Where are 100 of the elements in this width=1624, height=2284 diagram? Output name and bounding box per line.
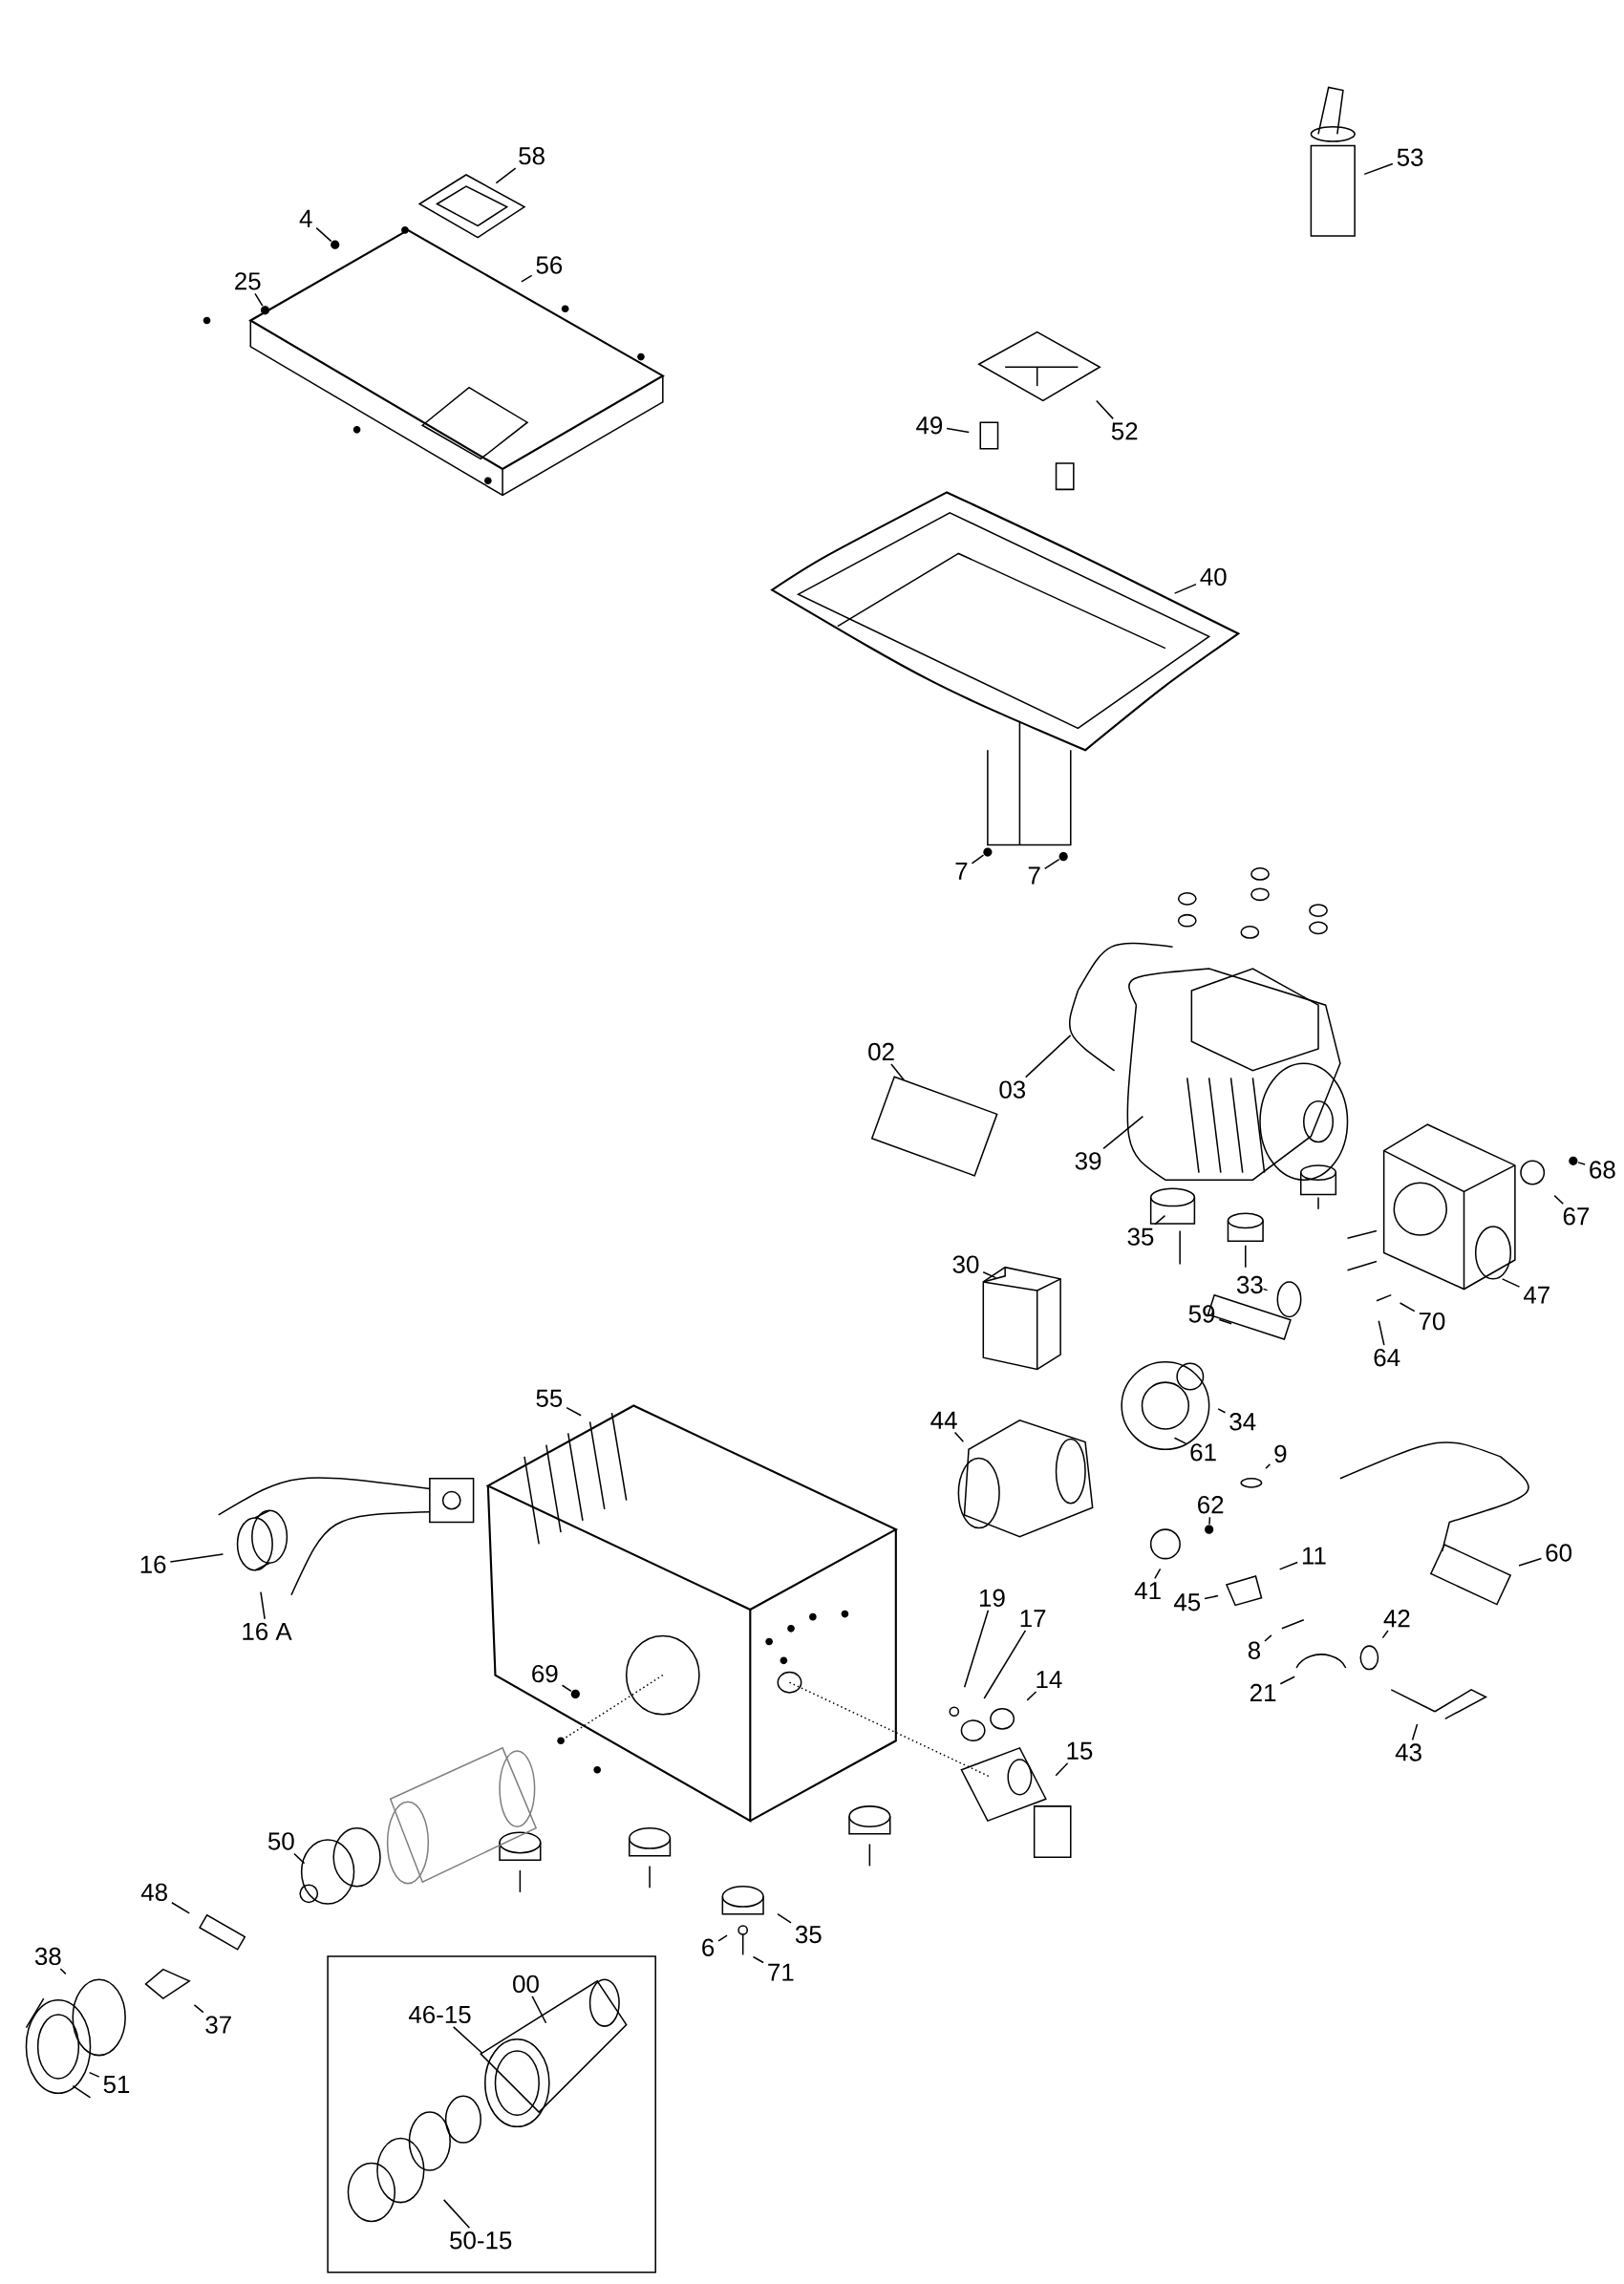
leader-line: [1154, 1214, 1166, 1226]
callout-number: 6: [702, 1938, 715, 1956]
callout-number: 52: [1111, 422, 1138, 440]
callout-number: 50-15: [450, 2231, 512, 2250]
leader-line: [983, 1630, 1027, 1699]
callout-number: 02: [868, 1042, 894, 1061]
callout-number: 50: [267, 1832, 294, 1850]
leader-line: [1262, 1288, 1269, 1291]
leader-line: [1501, 1278, 1521, 1288]
leader-line: [561, 1684, 572, 1693]
screw: [1058, 852, 1068, 862]
leader-line: [1264, 1634, 1272, 1642]
callout-number: 40: [1200, 567, 1227, 587]
callout-number: 53: [1397, 148, 1423, 166]
leader-line: [1095, 399, 1114, 420]
callout-number: 49: [915, 416, 942, 435]
callout-number: 46-15: [408, 2005, 471, 2024]
leader-line: [946, 427, 970, 434]
screw: [983, 847, 993, 857]
leader-line: [1218, 1318, 1232, 1325]
leader-line: [1577, 1162, 1586, 1165]
leader-line: [752, 1955, 764, 1964]
callout-number: 56: [536, 256, 563, 274]
leader-line: [1024, 1035, 1072, 1078]
callout-number: 62: [1197, 1496, 1224, 1514]
screw: [331, 240, 340, 249]
callout-number: 19: [979, 1589, 1005, 1607]
screw: [1569, 1156, 1578, 1165]
callout-number: 7: [1028, 866, 1040, 885]
callout-number: 8: [1248, 1641, 1260, 1659]
callout-number: 35: [1127, 1227, 1154, 1246]
leader-line: [1381, 1630, 1389, 1639]
leader-line: [1208, 1516, 1211, 1526]
callout-number: 03: [999, 1080, 1025, 1099]
callout-number: 70: [1419, 1312, 1445, 1331]
callout-number: 68: [1590, 1161, 1615, 1179]
callout-number: 61: [1190, 1443, 1216, 1462]
leader-line: [59, 1968, 67, 1975]
callout-number: 15: [1067, 1741, 1093, 1760]
leader-line: [442, 2199, 471, 2230]
leader-line: [1265, 1463, 1271, 1469]
callout-number: 48: [140, 1883, 167, 1901]
leader-line: [1055, 1762, 1069, 1777]
leader-line: [1102, 1115, 1144, 1150]
callout-number: 55: [536, 1389, 563, 1407]
callout-number: 71: [768, 1963, 794, 1981]
callout-number: 4: [299, 209, 312, 227]
callout-number: 39: [1075, 1152, 1101, 1170]
leader-line: [953, 1431, 965, 1443]
leader-line: [1411, 1723, 1419, 1741]
leader-line: [963, 1610, 990, 1689]
callout-number: 37: [205, 2016, 231, 2034]
callout-number: 00: [512, 1974, 539, 1994]
callout-number: 38: [34, 1947, 61, 1966]
leader-line: [254, 292, 264, 307]
leader-line: [1363, 162, 1394, 176]
leader-line: [1279, 1676, 1295, 1685]
callout-number: 21: [1250, 1683, 1276, 1701]
callout-number: 33: [1236, 1275, 1263, 1294]
leader-line: [1026, 1691, 1037, 1701]
leader-line: [1043, 858, 1060, 870]
leader-line: [531, 1996, 547, 2024]
leader-line: [982, 1271, 997, 1279]
leader-line: [315, 226, 332, 243]
callout-number: 45: [1173, 1593, 1200, 1612]
callout-number: 58: [519, 147, 545, 165]
leader-line: [1278, 1561, 1298, 1570]
callout-number: 67: [1563, 1207, 1589, 1226]
callout-number: 25: [235, 272, 261, 290]
leader-line: [521, 274, 533, 283]
leader-line: [293, 1852, 306, 1865]
callout-number: 42: [1383, 1610, 1410, 1628]
leader-line: [777, 1912, 792, 1924]
callout-number: 30: [952, 1255, 979, 1273]
leader-line: [452, 2026, 483, 2054]
callout-number: 43: [1395, 1743, 1421, 1761]
callout-number: 16 A: [243, 1622, 292, 1641]
callout-number: 41: [1134, 1582, 1161, 1600]
callout-number: 35: [795, 1925, 822, 1944]
callout-number: 59: [1188, 1305, 1215, 1323]
leader-line: [1399, 1302, 1416, 1313]
screw: [570, 1689, 580, 1698]
callout-number: 16: [140, 1555, 166, 1573]
callout-number: 11: [1302, 1547, 1326, 1565]
leader-line: [1217, 1408, 1227, 1414]
leader-line: [1173, 1437, 1186, 1444]
leader-line: [1518, 1557, 1543, 1567]
screw: [260, 306, 269, 315]
callout-number: 51: [103, 2076, 130, 2094]
leader-line: [193, 2004, 204, 2014]
callout-number: 34: [1229, 1413, 1256, 1431]
leader-line: [171, 1902, 190, 1914]
leader-line: [169, 1553, 224, 1563]
leader-line: [495, 167, 517, 184]
leader-line: [1173, 583, 1197, 594]
leader-line: [890, 1063, 905, 1081]
callout-number: 7: [955, 862, 968, 880]
callout-number: 14: [1036, 1671, 1062, 1689]
leader-line: [1204, 1594, 1219, 1600]
callout-number: 47: [1523, 1286, 1549, 1304]
